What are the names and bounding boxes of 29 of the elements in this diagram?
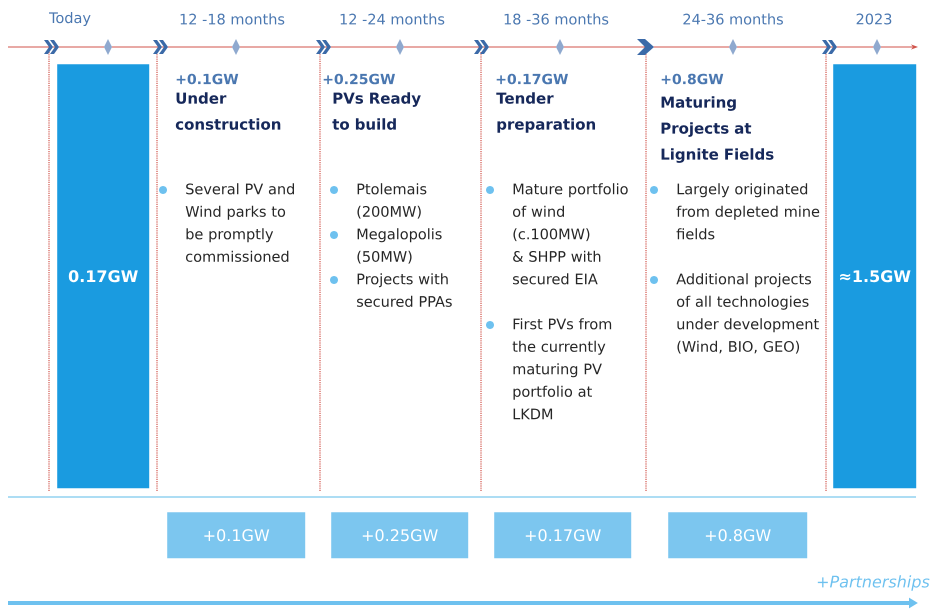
bullet-item: Projects with secured PPAs [330,273,452,307]
capacity-label: +0.8GW [662,74,724,84]
bullet-item: Additional projects of all technologies under development (Wind, BIO, GEO) [650,273,819,354]
bullet-item: Megalopolis (50MW) [330,228,442,264]
value-bar: ≈1.5GW [833,64,916,488]
bullet-item: First PVs from the currently maturing PV portfolio at LKDM [486,318,612,420]
bullet-item: Ptolemais (200MW) [330,183,426,219]
time-label: Today [49,12,91,26]
time-label: 24-36 months [683,13,783,25]
stage-heading: Maturing Projects at Lignite Fields [662,96,774,163]
time-label: 12 -18 months [180,13,284,25]
stage-heading: Tender preparation [496,92,596,133]
capacity-label: +0.17GW [496,74,568,84]
time-label: 18 -36 months [504,13,608,25]
time-label: 2023 [856,14,892,24]
value-box: +0.17GW [494,512,632,558]
value-box: +0.8GW [668,512,808,558]
value-box: +0.25GW [331,512,468,558]
stage-heading: PVs Ready to build [332,92,421,130]
capacity-label: +0.1GW [176,74,238,84]
capacity-label: +0.25GW [324,74,395,84]
bullet-item: Largely originated from depleted mine fields [650,183,820,240]
bullet-item: Several PV and Wind parks to be promptly commissioned [159,183,294,262]
time-label: 12 -24 months [340,13,444,25]
value-box: +0.1GW [167,512,306,558]
stage-heading: Under construction [176,92,280,130]
note-label: +Partnerships [818,575,930,591]
bullet-item: Mature portfolio of wind (c.100MW) & SHPP with secured EIA [486,183,628,284]
value-bar: 0.17GW [57,64,150,488]
